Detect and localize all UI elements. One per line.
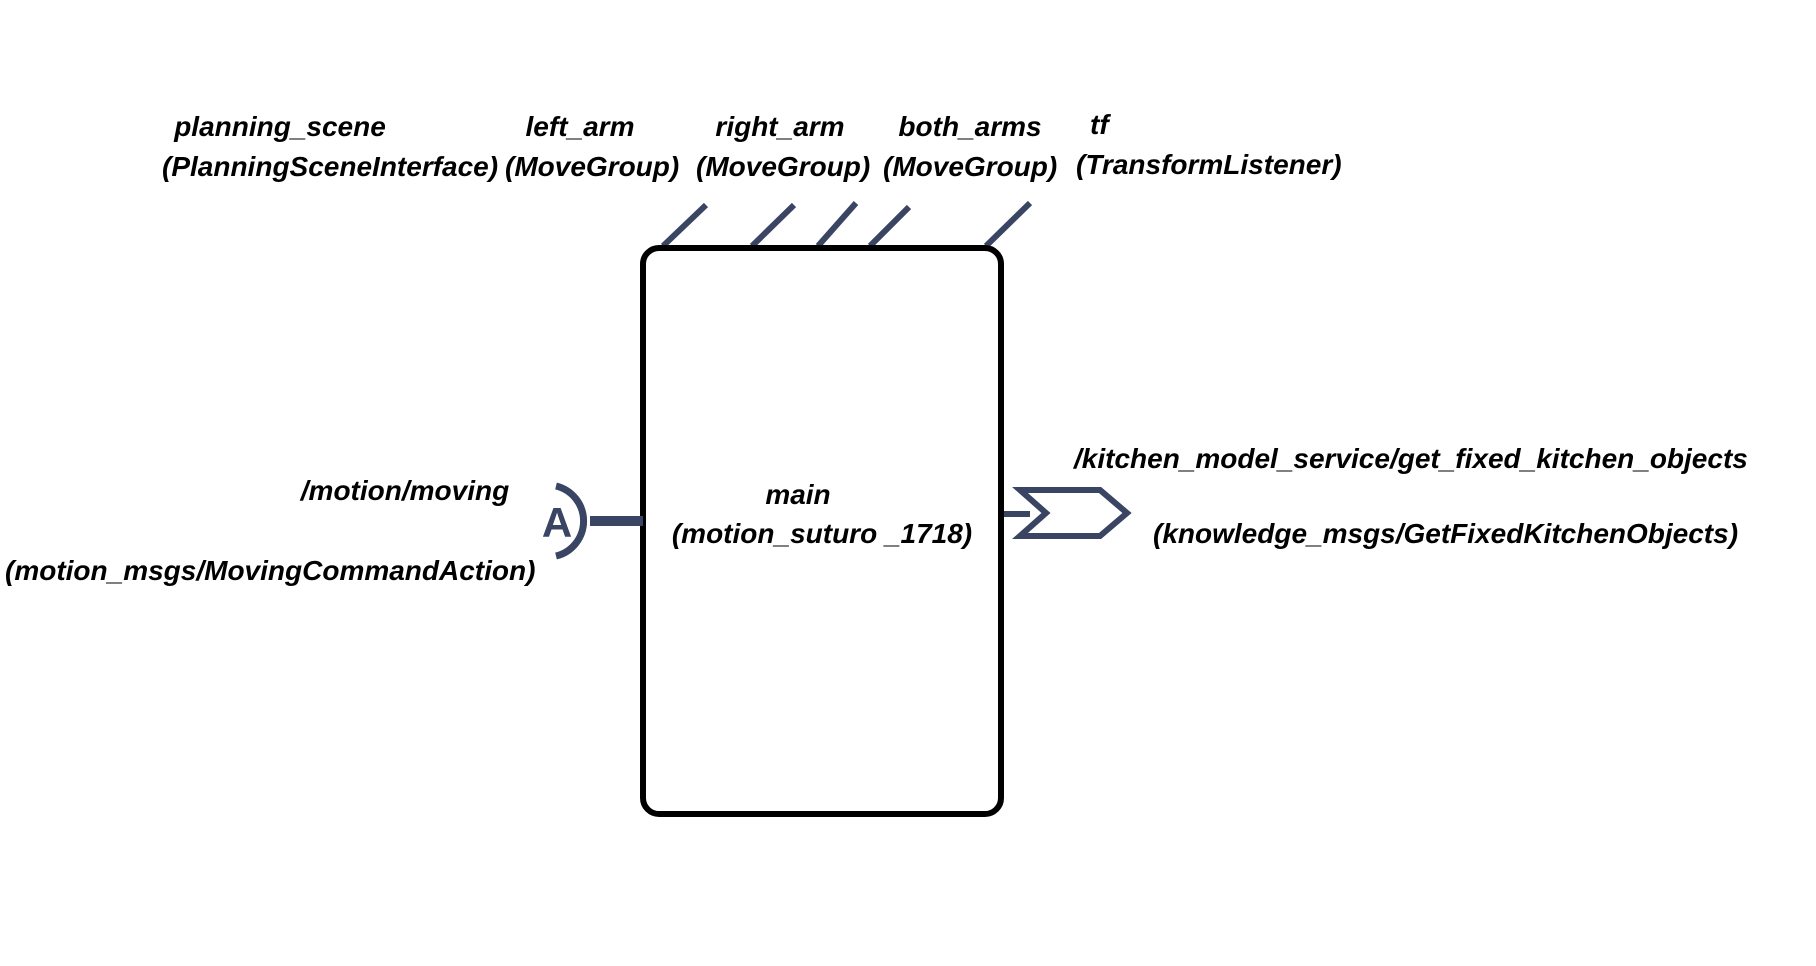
main-node-box[interactable] xyxy=(640,245,1004,817)
param-left-arm-name: left_arm xyxy=(525,111,635,142)
param-planning-scene-name: planning_scene xyxy=(174,111,386,142)
parameter-connectors xyxy=(660,200,1033,249)
param-left-arm-type: (MoveGroup) xyxy=(505,151,680,182)
param-right-arm-name: right_arm xyxy=(715,111,845,142)
param-connector-left-arm xyxy=(749,202,797,249)
param-right-arm-type: (MoveGroup) xyxy=(696,151,871,182)
param-connector-right-arm xyxy=(815,201,859,248)
node-name: main xyxy=(765,479,830,510)
node-type: (motion_suturo _1718) xyxy=(672,518,972,549)
action-server-topic: /motion/moving xyxy=(300,475,510,506)
service-client-chevron xyxy=(1012,487,1132,539)
service-client-connector xyxy=(1004,487,1132,539)
action-server-type: (motion_msgs/MovingCommandAction) xyxy=(5,555,536,586)
service-client-topic: /kitchen_model_service/get_fixed_kitchen… xyxy=(1074,443,1748,474)
action-server-badge: A xyxy=(542,499,572,546)
param-tf-type: (TransformListener) xyxy=(1076,149,1342,180)
action-server-arc xyxy=(555,482,588,560)
param-connector-tf xyxy=(983,200,1033,249)
action-server-connector: A xyxy=(542,482,643,560)
param-both-arms-name: both_arms xyxy=(898,111,1042,142)
param-tf-name: tf xyxy=(1090,109,1109,140)
service-client-type: (knowledge_msgs/GetFixedKitchenObjects) xyxy=(1153,518,1739,549)
param-both-arms-type: (MoveGroup) xyxy=(883,151,1058,182)
param-connector-both-arms xyxy=(867,204,912,249)
param-planning-scene-type: (PlanningSceneInterface) xyxy=(162,151,499,182)
param-connector-planning-scene xyxy=(660,202,709,249)
